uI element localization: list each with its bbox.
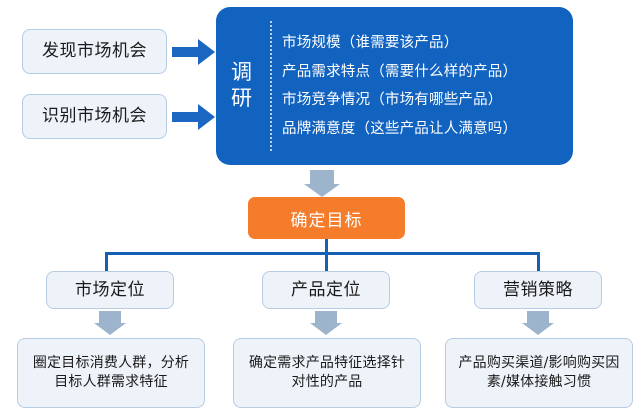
arrow-down-icon xyxy=(303,170,341,198)
research-panel-divider xyxy=(270,21,272,151)
research-item: 产品需求特点（需要什么样的产品） xyxy=(282,63,518,80)
research-item: 市场规模（谁需要该产品） xyxy=(282,35,459,51)
input-box-discover-opportunity[interactable]: 发现市场机会 xyxy=(22,29,167,74)
goal-box[interactable]: 确定目标 xyxy=(248,197,405,239)
branch-heading-market-positioning[interactable]: 市场定位 xyxy=(46,271,174,309)
research-panel: 调 研 市场规模（谁需要该产品） 产品需求特点（需要什么样的产品） 市场竞争情况… xyxy=(216,7,573,165)
arrow-right-icon xyxy=(172,38,216,66)
branch-detail-product-positioning[interactable]: 确定需求产品特征选择针对性的产品 xyxy=(233,338,421,408)
connector-stem xyxy=(325,239,328,254)
input-box-label: 识别市场机会 xyxy=(42,106,147,127)
branch-heading-label: 营销策略 xyxy=(503,279,573,300)
side-label-char-1: 调 xyxy=(231,60,253,85)
research-item: 品牌满意度（这些产品让人满意吗） xyxy=(282,120,518,137)
arrow-down-icon xyxy=(521,311,555,336)
branch-heading-label: 市场定位 xyxy=(75,279,145,300)
arrow-down-icon xyxy=(309,311,343,336)
branch-detail-label: 确定需求产品特征选择针对性的产品 xyxy=(248,355,406,390)
input-box-identify-opportunity[interactable]: 识别市场机会 xyxy=(22,94,167,139)
connector-bar xyxy=(105,252,540,255)
arrow-right-icon xyxy=(172,103,216,131)
branch-detail-label: 产品购买渠道/影响购买因素/媒体接触习惯 xyxy=(458,355,620,390)
branch-heading-marketing-strategy[interactable]: 营销策略 xyxy=(474,271,602,309)
goal-box-label: 确定目标 xyxy=(290,210,363,231)
branch-detail-marketing-strategy[interactable]: 产品购买渠道/影响购买因素/媒体接触习惯 xyxy=(445,338,633,408)
connector-drop-center xyxy=(325,252,328,272)
research-item: 市场竞争情况（市场有哪些产品） xyxy=(282,92,503,108)
branch-heading-product-positioning[interactable]: 产品定位 xyxy=(262,271,390,309)
branch-detail-market-positioning[interactable]: 圈定目标消费人群，分析目标人群需求特征 xyxy=(17,338,205,408)
branch-detail-label: 圈定目标消费人群，分析目标人群需求特征 xyxy=(32,355,190,390)
research-panel-side-label: 调 研 xyxy=(216,7,268,165)
research-panel-item-list: 市场规模（谁需要该产品） 产品需求特点（需要什么样的产品） 市场竞争情况（市场有… xyxy=(282,7,565,165)
branch-heading-label: 产品定位 xyxy=(291,279,361,300)
side-label-char-2: 研 xyxy=(231,86,253,110)
connector-drop-left xyxy=(105,252,108,272)
input-box-label: 发现市场机会 xyxy=(42,41,147,62)
arrow-down-icon xyxy=(93,311,127,336)
connector-drop-right xyxy=(537,252,540,272)
